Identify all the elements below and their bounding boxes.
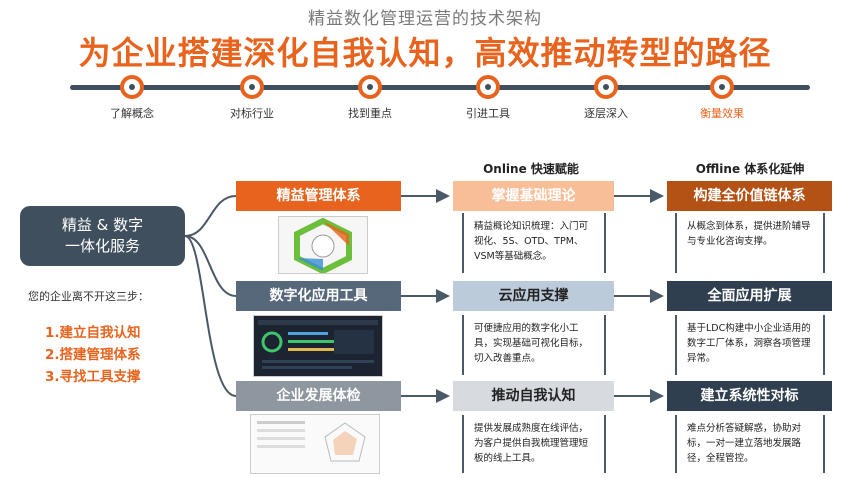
mid-divider	[462, 415, 464, 473]
core-service-box: 精益 & 数字 一体化服务	[20, 206, 185, 266]
right-divider	[675, 213, 677, 273]
right-divider	[823, 315, 825, 375]
mid-desc-cloud: 可便捷应用的数字化小工具，实现基础可视化目标，切入改善重点。	[474, 323, 589, 364]
dashboard-screenshot	[253, 315, 383, 377]
timeline-step-label: 逐层深入	[584, 107, 628, 120]
offline-column-header: Offline 体系化延伸	[695, 162, 805, 176]
timeline-dot	[594, 75, 618, 99]
right-divider	[675, 315, 677, 375]
right-divider	[823, 415, 825, 473]
page-subtitle: 精益数化管理运营的技术架构	[308, 9, 542, 29]
mid-box-self-awareness: 推动自我认知	[453, 381, 614, 411]
timeline-dot	[710, 75, 734, 99]
timeline-step-2: 对标行业	[202, 75, 302, 121]
timeline-step-label: 对标行业	[230, 107, 274, 120]
mid-divider	[604, 213, 606, 273]
mid-divider	[604, 415, 606, 473]
dashboard-icon	[258, 320, 378, 369]
three-steps-list: 1.建立自我认知 2.搭建管理体系 3.寻找工具支撑	[45, 322, 141, 388]
timeline-step-3: 找到重点	[320, 75, 420, 121]
assessment-screenshot	[250, 414, 380, 474]
timeline-step-6: 衡量效果	[672, 75, 772, 121]
mid-box-basic-theory: 掌握基础理论	[453, 181, 614, 211]
right-desc-value-chain: 从概念到体系，提供进阶辅导与专业化咨询支撑。	[687, 221, 811, 247]
lean-hexagon-image	[278, 216, 368, 275]
right-divider	[823, 213, 825, 273]
timeline-track	[70, 85, 810, 90]
mid-desc-theory: 精益概论知识梳理：入门可视化、5S、OTD、TPM、VSM等基础概念。	[474, 221, 589, 262]
core-line-1: 精益 & 数字	[61, 216, 144, 234]
mid-divider	[462, 213, 464, 273]
left-box-health-check: 企业发展体检	[236, 381, 401, 411]
timeline-dot	[476, 75, 500, 99]
left-box-lean-system: 精益管理体系	[236, 181, 401, 211]
core-line-2: 一体化服务	[64, 237, 140, 255]
step-item: 1.建立自我认知	[45, 325, 141, 341]
mid-divider	[604, 315, 606, 375]
timeline-step-label: 衡量效果	[700, 107, 744, 120]
timeline-step-1: 了解概念	[82, 75, 182, 121]
online-column-header: Online 快速赋能	[483, 162, 579, 176]
timeline-dot	[240, 75, 264, 99]
step-item: 2.搭建管理体系	[45, 347, 141, 363]
mid-box-cloud-app: 云应用支撑	[453, 281, 614, 311]
intro-text: 您的企业离不开这三步：	[28, 290, 149, 303]
right-box-value-chain: 构建全价值链体系	[667, 181, 832, 211]
timeline-step-5: 逐层深入	[556, 75, 656, 121]
mid-divider	[462, 315, 464, 375]
left-box-digital-tools: 数字化应用工具	[236, 281, 401, 311]
right-divider	[675, 415, 677, 473]
page-title: 为企业搭建深化自我认知，高效推动转型的路径	[78, 34, 772, 72]
right-desc-application: 基于LDC构建中小企业适用的数字工厂体系，洞察各项管理异常。	[687, 323, 811, 364]
mid-desc-awareness: 提供发展成熟度在线评估，为客户提供自我梳理管理短板的线上工具。	[474, 423, 589, 464]
timeline-step-label: 了解概念	[110, 107, 154, 120]
right-box-full-application: 全面应用扩展	[667, 281, 832, 311]
timeline-step-label: 引进工具	[466, 107, 510, 120]
timeline-step-4: 引进工具	[438, 75, 538, 121]
timeline-dot	[120, 75, 144, 99]
hexagon-diagram-icon	[294, 217, 352, 275]
radar-chart-icon	[257, 421, 366, 462]
timeline-dot	[358, 75, 382, 99]
timeline-step-label: 找到重点	[348, 107, 392, 120]
right-desc-benchmarking: 难点分析答疑解惑，协助对标，一对一建立落地发展路径，全程管控。	[687, 423, 802, 464]
step-item: 3.寻找工具支撑	[45, 369, 141, 385]
right-box-benchmarking: 建立系统性对标	[667, 381, 832, 411]
